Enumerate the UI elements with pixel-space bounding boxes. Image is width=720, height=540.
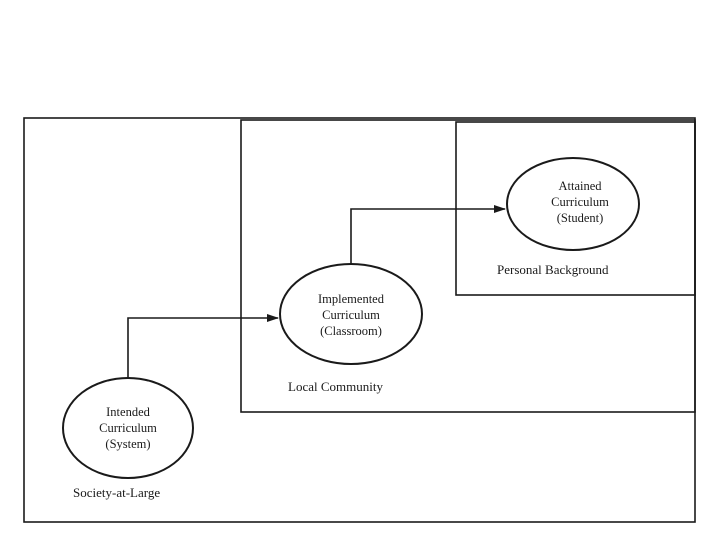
attained-node-label: Attained Curriculum (Student) <box>551 178 609 226</box>
implemented-node-label: Implemented Curriculum (Classroom) <box>318 291 384 339</box>
intended-to-implemented-arrow <box>127 314 279 378</box>
intended-line1: Intended <box>106 405 150 419</box>
intended-node-label: Intended Curriculum (System) <box>99 404 157 452</box>
implemented-line2: Curriculum <box>322 308 380 322</box>
intended-line3: (System) <box>105 437 151 451</box>
attained-line2: Curriculum <box>551 195 609 209</box>
intended-line2: Curriculum <box>99 421 157 435</box>
attained-line3: (Student) <box>556 211 604 225</box>
attained-line1: Attained <box>558 179 602 193</box>
implemented-line3: (Classroom) <box>320 324 382 338</box>
community-region-box <box>240 119 696 413</box>
personal-region-label: Personal Background <box>497 262 609 277</box>
implemented-to-attained-arrow <box>350 205 506 264</box>
implemented-line1: Implemented <box>318 292 384 306</box>
society-region-label: Society-at-Large <box>73 485 161 500</box>
community-region-label: Local Community <box>288 379 383 394</box>
attained-ellipse <box>506 157 640 251</box>
